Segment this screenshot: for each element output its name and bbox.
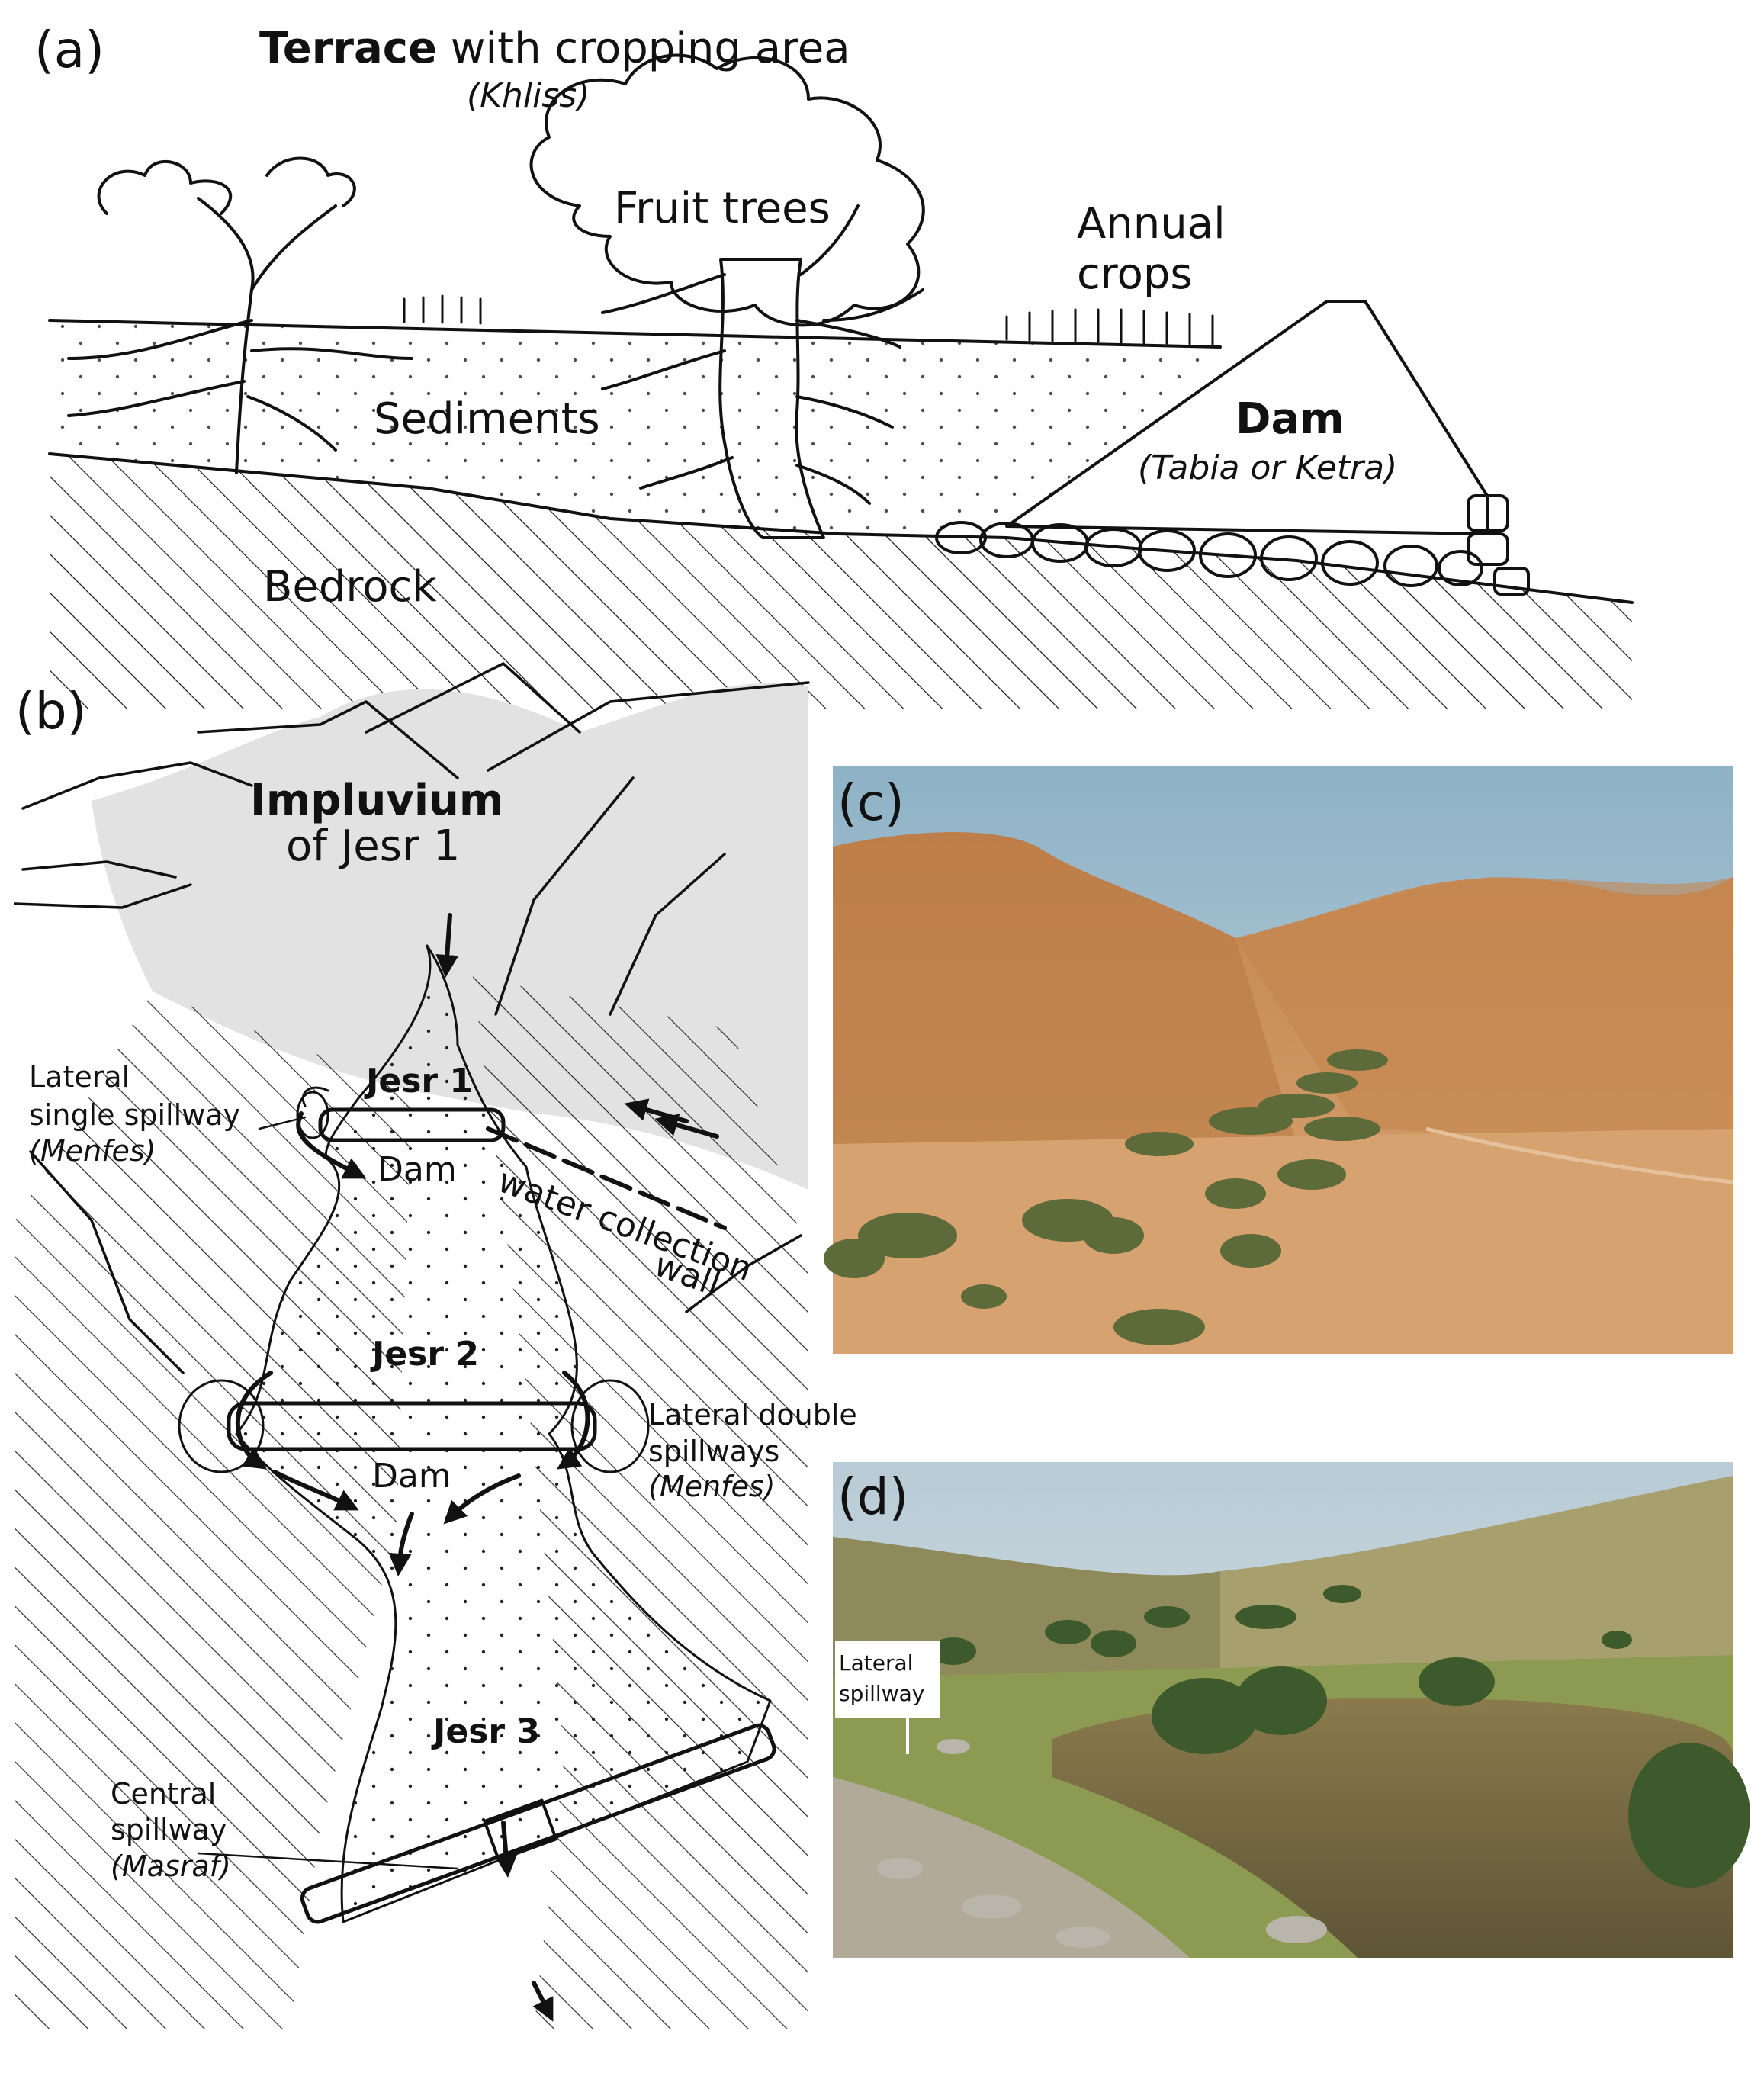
panel-c-photo (824, 766, 1733, 1354)
of-jesr-label: of Jesr 1 (286, 821, 460, 871)
jesr3-dam (300, 1723, 776, 1924)
dam-body (1005, 300, 1489, 535)
lateral-single-label-2: single spillway (29, 1098, 240, 1132)
panel-d-photo (833, 1462, 1750, 1958)
masraf-label: (Masraf) (111, 1849, 231, 1883)
lateral-spillway-label-1: Lateral (839, 1650, 913, 1676)
lateral-single-label-1: Lateral (29, 1060, 130, 1094)
annual-crops (403, 294, 1214, 346)
fruit-tree-trunk (718, 258, 825, 539)
panel-a-drawing (48, 53, 1634, 709)
dam1-label: Dam (378, 1150, 457, 1189)
jesr1-label: Jesr 1 (364, 1062, 473, 1101)
central-label-2: spillway (111, 1813, 227, 1846)
jesr1-dam (296, 1086, 506, 1142)
dam-stones (935, 494, 1530, 596)
menfes-label-2: (Menfes) (648, 1470, 775, 1503)
water-collection-wall (486, 1126, 727, 1230)
lateral-double-label-2: spillways (648, 1435, 779, 1468)
khliss-label: (Khliss) (467, 76, 590, 115)
panel-a-label: (a) (34, 21, 104, 79)
dam-names-label: (Tabia or Ketra) (1138, 448, 1397, 487)
jesr3-label: Jesr 3 (431, 1712, 540, 1751)
central-label-1: Central (111, 1777, 216, 1811)
small-tree (67, 156, 413, 474)
jesr2-dam (178, 1379, 650, 1473)
panel-c-label: (c) (837, 773, 904, 832)
panel-d-label: (d) (837, 1467, 908, 1526)
dam2-label: Dam (372, 1457, 451, 1496)
terrace-label: Terrace with cropping area (259, 24, 850, 73)
fruit-trees-label: Fruit trees (614, 184, 831, 233)
bedrock-label: Bedrock (263, 562, 437, 612)
panel-b-drawing (14, 662, 810, 2029)
crops-label: crops (1077, 249, 1193, 299)
sediments-label: Sediments (374, 394, 600, 444)
annual-label: Annual (1077, 199, 1226, 249)
fruit-tree-canopy (529, 53, 925, 327)
jesr2-label: Jesr 2 (370, 1335, 479, 1374)
lateral-double-label-1: Lateral double (648, 1398, 857, 1432)
bedrock-layer (50, 454, 1632, 709)
impluvium-label: Impluvium (250, 776, 503, 825)
dam-label: Dam (1235, 394, 1345, 444)
menfes-label-1: (Menfes) (29, 1134, 156, 1168)
pond (1052, 1698, 1733, 1958)
panel-b-label: (b) (15, 682, 86, 741)
lateral-spillway-label-2: spillway (839, 1681, 924, 1706)
